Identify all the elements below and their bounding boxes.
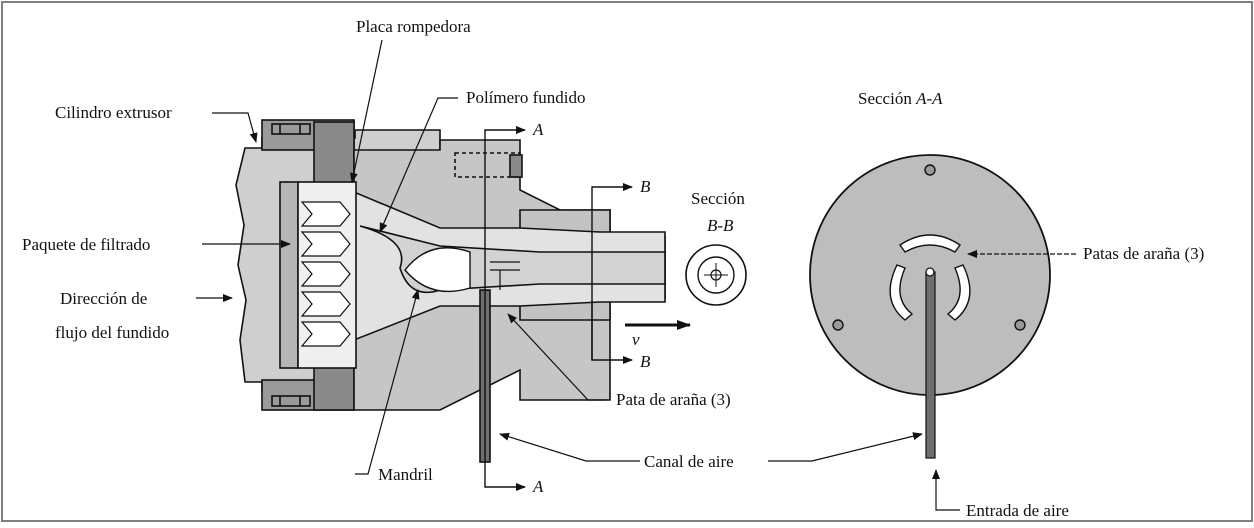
leader-polymer-melt (379, 97, 458, 233)
bolt-hole-top (924, 164, 936, 176)
leader-air-channel-left (499, 432, 640, 462)
marker-b-top: B (640, 177, 651, 196)
cut-line-a-bottom (484, 470, 526, 491)
label-air-inlet: Entrada de aire (966, 501, 1069, 520)
mandrel-tip (404, 247, 471, 293)
spider-leg-top (899, 234, 961, 253)
label-breaker-plate: Placa rompedora (356, 17, 471, 36)
section-a-a-view (809, 154, 1051, 459)
label-extruder-barrel: Cilindro extrusor (55, 103, 172, 122)
marker-b-bottom: B (640, 352, 651, 371)
breaker-plate-holes (300, 201, 351, 347)
spider-leg-left (889, 264, 914, 321)
label-flow-direction-line2: flujo del fundido (55, 323, 169, 342)
leader-air-inlet (932, 469, 960, 511)
leader-lines (196, 39, 1076, 511)
cut-line-b-bottom (591, 300, 633, 364)
bolt-hole-right (1014, 319, 1026, 331)
marker-a-top: A (532, 120, 544, 139)
leader-extruder-barrel (212, 112, 258, 143)
section-b-inner-circle (697, 256, 735, 294)
label-air-channel: Canal de aire (644, 452, 734, 471)
section-cut-lines (484, 126, 633, 491)
label-spider-legs: Patas de araña (3) (1083, 244, 1204, 263)
section-a-title: Sección A-A (858, 89, 943, 108)
spider-leg-right (946, 264, 971, 321)
label-spider-leg: Pata de araña (3) (616, 390, 731, 409)
bolt-hole-left (832, 319, 844, 331)
leader-breaker-plate (349, 39, 383, 183)
label-polymer-melt: Polímero fundido (466, 88, 585, 107)
section-a-title-name: A-A (915, 89, 943, 108)
section-b-b-view (685, 244, 747, 306)
leader-air-channel-right (768, 432, 923, 462)
screen-pack-frame (279, 181, 299, 369)
die-body (235, 119, 666, 463)
leader-spider-leg (507, 313, 606, 401)
section-b-title-line2: B-B (707, 216, 734, 235)
label-screen-pack: Paquete de filtrado (22, 235, 150, 254)
section-a-title-prefix: Sección (858, 89, 916, 108)
label-mandrel: Mandril (378, 465, 433, 484)
leader-mandrel (355, 289, 420, 475)
label-velocity: v (632, 330, 640, 349)
section-b-title-line1: Sección (691, 189, 745, 208)
marker-a-bottom: A (532, 477, 544, 496)
section-a-air-channel (925, 271, 936, 459)
cut-line-a-top (484, 126, 526, 470)
label-flow-direction-line1: Dirección de (60, 289, 147, 308)
